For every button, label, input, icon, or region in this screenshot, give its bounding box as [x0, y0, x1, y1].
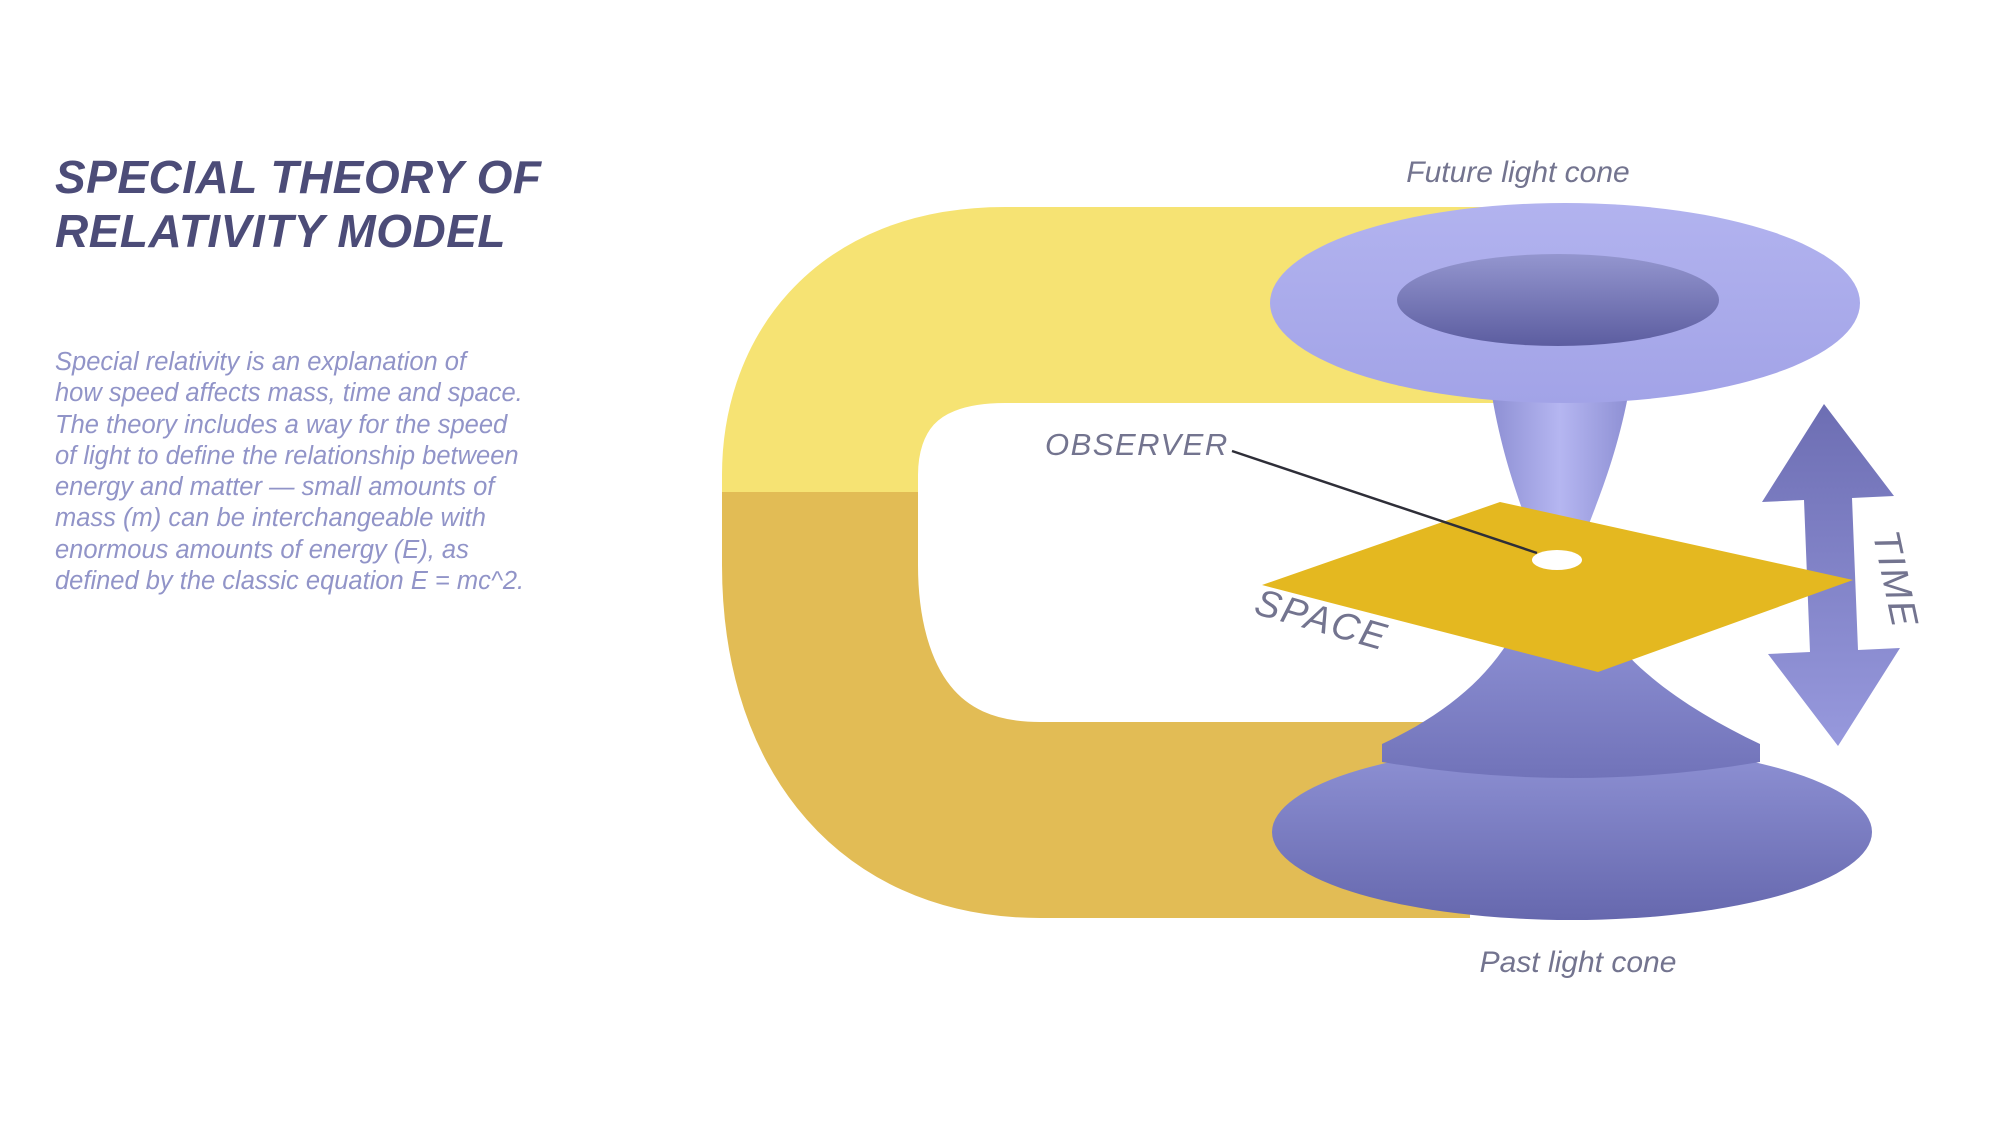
description-line: mass (m) can be interchangeable with	[55, 504, 486, 533]
ribbon-lower-band	[722, 492, 1470, 918]
time-axis-label: TIME	[1864, 527, 1926, 632]
ribbon-upper-band	[722, 207, 1500, 520]
page-title: SPECIAL THEORY OF RELATIVITY MODEL	[55, 150, 615, 258]
description-paragraph: Special relativity is an explanation of …	[55, 347, 615, 597]
page-title-line2: RELATIVITY MODEL	[55, 205, 506, 257]
description-line: The theory includes a way for the speed	[55, 410, 508, 439]
past-light-cone-label: Past light cone	[1480, 946, 1677, 979]
past-cone-disk	[1272, 744, 1872, 920]
observer-pointer-line	[1231, 449, 1538, 555]
time-axis-arrow-icon	[1762, 404, 1900, 746]
future-cone-hole	[1397, 254, 1719, 346]
description-line: defined by the classic equation E = mc^2…	[55, 567, 525, 596]
space-plane-hole	[1532, 550, 1582, 570]
description-line: Special relativity is an explanation of	[55, 348, 467, 376]
past-cone-funnel	[1382, 566, 1760, 778]
description-line: how speed affects mass, time and space.	[55, 379, 523, 408]
future-light-cone-label: Future light cone	[1406, 156, 1629, 189]
description-line: of light to define the relationship betw…	[55, 441, 519, 470]
description-line: energy and matter — small amounts of	[55, 473, 495, 502]
page-title-line1: SPECIAL THEORY OF	[55, 151, 542, 203]
space-plane	[1262, 502, 1853, 672]
description-line: enormous amounts of energy (E), as	[55, 535, 469, 564]
observer-label: OBSERVER	[1045, 427, 1229, 462]
